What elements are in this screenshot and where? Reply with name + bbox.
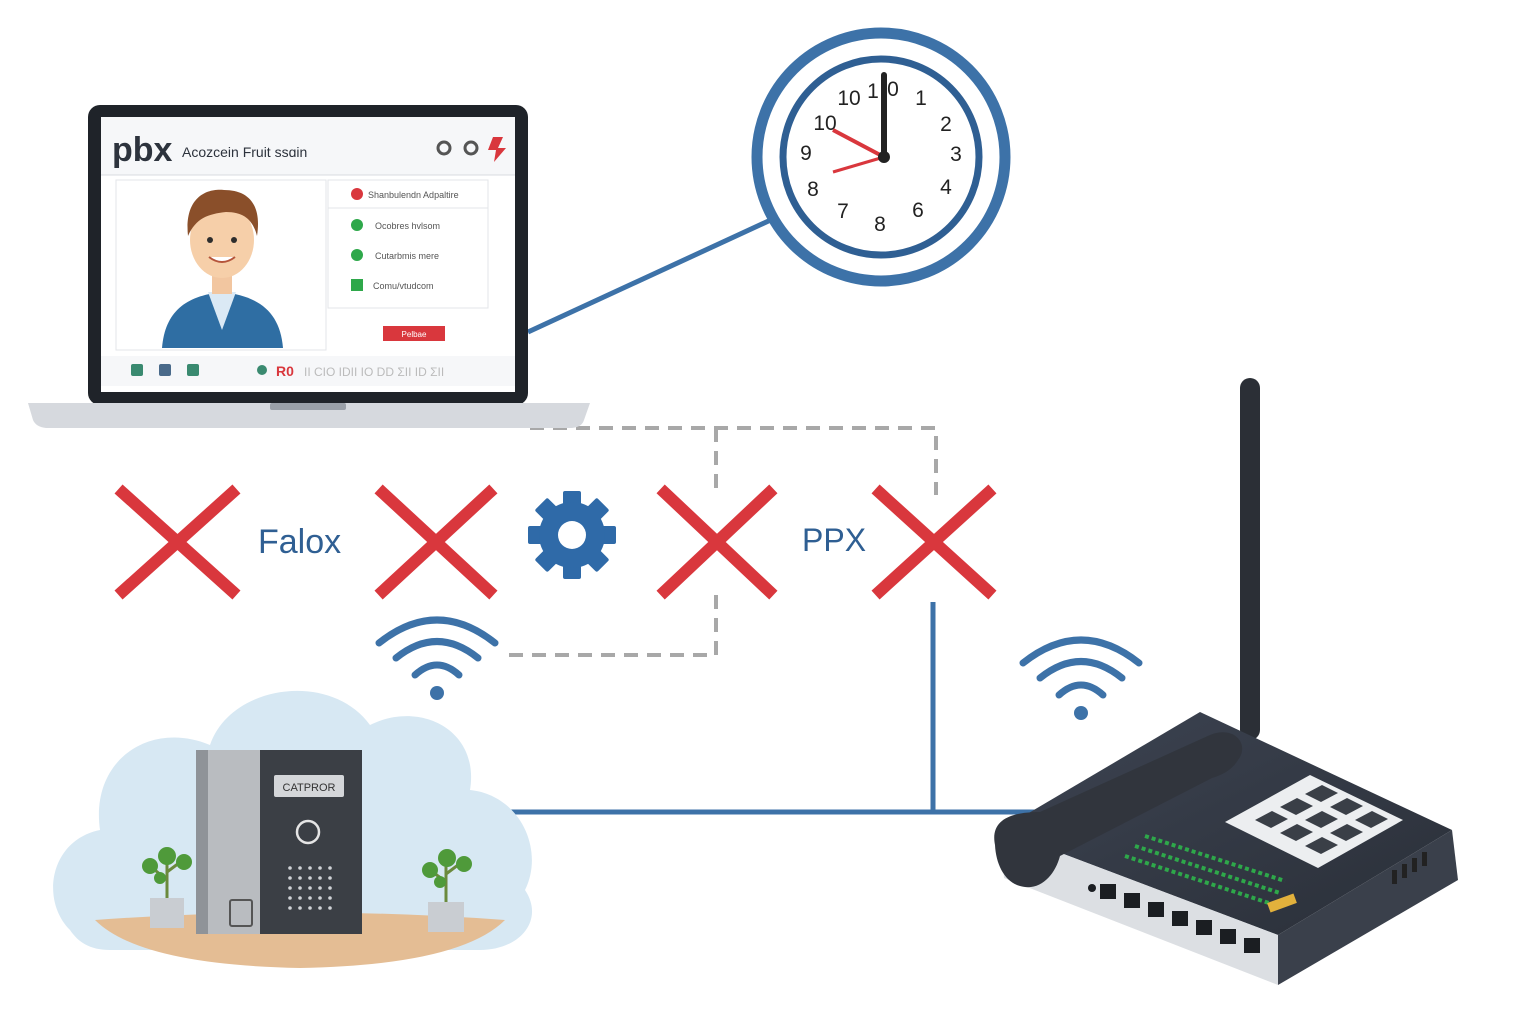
ethernet-port-icon[interactable] bbox=[1100, 884, 1116, 899]
cross-icon bbox=[871, 484, 997, 600]
panel-item-1: Shanbulendn Adpaltire bbox=[368, 190, 459, 200]
cloud-scene: CATPROR bbox=[53, 690, 533, 968]
toolbar-icon-2[interactable] bbox=[159, 364, 171, 376]
dashed-link-top bbox=[530, 426, 938, 495]
intercom-side-shadow bbox=[196, 750, 208, 934]
antenna bbox=[1240, 378, 1260, 740]
cross-icon bbox=[656, 484, 778, 600]
ethernet-port-icon[interactable] bbox=[1148, 902, 1164, 917]
ethernet-port-icon[interactable] bbox=[1172, 911, 1188, 926]
clock-number: 9 bbox=[800, 142, 812, 165]
camera-icon bbox=[295, 819, 321, 845]
toolbar-status-dot bbox=[257, 365, 267, 375]
cross-marks bbox=[114, 484, 997, 600]
clock-number: 6 bbox=[912, 199, 924, 222]
clock-number: 10 bbox=[837, 87, 860, 110]
laptop: pbx Acozcein Fruit ssɑin Shanbulendn Adp… bbox=[28, 105, 590, 428]
panel-button-label: Pelbae bbox=[402, 330, 427, 339]
clock-second-hand bbox=[832, 155, 885, 174]
intercom-plate bbox=[274, 775, 344, 797]
clock-number: 3 bbox=[950, 143, 962, 166]
speaker-grille bbox=[288, 866, 332, 910]
intercom-plate-label: CATPROR bbox=[283, 782, 336, 794]
toolbar-icon-1[interactable] bbox=[131, 364, 143, 376]
clock-number: 10 bbox=[813, 112, 836, 135]
avatar-smile bbox=[208, 256, 236, 263]
toolbar-code: R0 bbox=[276, 363, 294, 379]
card-reader-icon bbox=[229, 899, 253, 927]
cross-icon bbox=[114, 484, 241, 600]
label-falox: Falox bbox=[258, 523, 341, 561]
label-ppx: PPX bbox=[802, 522, 866, 558]
clock: 10 1 0 1 10 2 9 3 8 4 7 8 6 bbox=[751, 27, 1011, 287]
status-tag bbox=[1267, 893, 1297, 913]
status-dot-green-1 bbox=[351, 219, 363, 231]
clock-number: 0 bbox=[887, 78, 899, 101]
avatar-face bbox=[190, 202, 254, 278]
app-title: Acozcein Fruit ssɑin bbox=[182, 144, 307, 160]
ethernet-port-icon[interactable] bbox=[1124, 893, 1140, 908]
screen-header bbox=[101, 117, 515, 175]
cross-icon bbox=[374, 484, 498, 600]
power-led bbox=[1088, 884, 1096, 892]
connection-lines bbox=[470, 215, 1040, 815]
status-dot-green-2 bbox=[351, 249, 363, 261]
plant-icon bbox=[142, 847, 192, 928]
toolbar-icon-3[interactable] bbox=[187, 364, 199, 376]
app-logo: pbx bbox=[112, 131, 173, 169]
status-square-green bbox=[351, 279, 363, 291]
gear-icon bbox=[528, 491, 616, 579]
ethernet-port-icon[interactable] bbox=[1196, 920, 1212, 935]
clock-hour-hand bbox=[832, 128, 885, 159]
clock-number: 8 bbox=[807, 178, 819, 201]
laptop-clock-link bbox=[526, 215, 777, 335]
ethernet-port-icon[interactable] bbox=[1244, 938, 1260, 953]
clock-number: 2 bbox=[940, 113, 952, 136]
panel-button[interactable] bbox=[383, 326, 445, 341]
avatar-eye-left bbox=[207, 237, 213, 243]
avatar-hair bbox=[187, 189, 259, 236]
user-icon[interactable] bbox=[463, 140, 479, 156]
status-dot-red bbox=[351, 188, 363, 200]
avatar-eye-right bbox=[231, 237, 237, 243]
laptop-hinge bbox=[270, 403, 346, 410]
led-strip bbox=[1124, 834, 1286, 907]
wifi-icon bbox=[375, 616, 499, 700]
router-top bbox=[1000, 712, 1452, 935]
settings-icon[interactable] bbox=[436, 140, 452, 156]
solid-link-router bbox=[470, 602, 1040, 815]
clock-number: 1 bbox=[915, 87, 927, 110]
intercom-panel: CATPROR bbox=[196, 750, 362, 934]
side-vent bbox=[1392, 852, 1427, 884]
clock-number: 8 bbox=[874, 213, 886, 236]
user-avatar bbox=[162, 189, 283, 348]
avatar-shirt bbox=[208, 292, 236, 330]
clock-pivot bbox=[878, 151, 890, 163]
ethernet-ports bbox=[1100, 884, 1260, 953]
wifi-icon bbox=[1019, 636, 1143, 720]
panel-item-3[interactable]: Cutarbmis mere bbox=[375, 251, 439, 261]
laptop-base bbox=[28, 403, 590, 428]
clock-number: 4 bbox=[940, 176, 952, 199]
alert-icon[interactable] bbox=[488, 137, 506, 162]
panel-item-2[interactable]: Ocobres hvlsom bbox=[375, 221, 440, 231]
handset-icon[interactable] bbox=[994, 732, 1243, 888]
clock-number: 1 bbox=[867, 80, 879, 103]
ethernet-port-icon[interactable] bbox=[1220, 929, 1236, 944]
plant-icon bbox=[422, 849, 472, 932]
dashed-link-middle bbox=[505, 428, 718, 657]
pbx-router bbox=[994, 378, 1458, 985]
header-icons bbox=[436, 137, 506, 162]
panel-item-4[interactable]: Comu/vtudcom bbox=[373, 281, 434, 291]
clock-number: 7 bbox=[837, 200, 849, 223]
toolbar-text: II CIO IDII IO DD ΣII ID ΣII bbox=[304, 365, 444, 379]
keypad-keys bbox=[1255, 785, 1388, 854]
